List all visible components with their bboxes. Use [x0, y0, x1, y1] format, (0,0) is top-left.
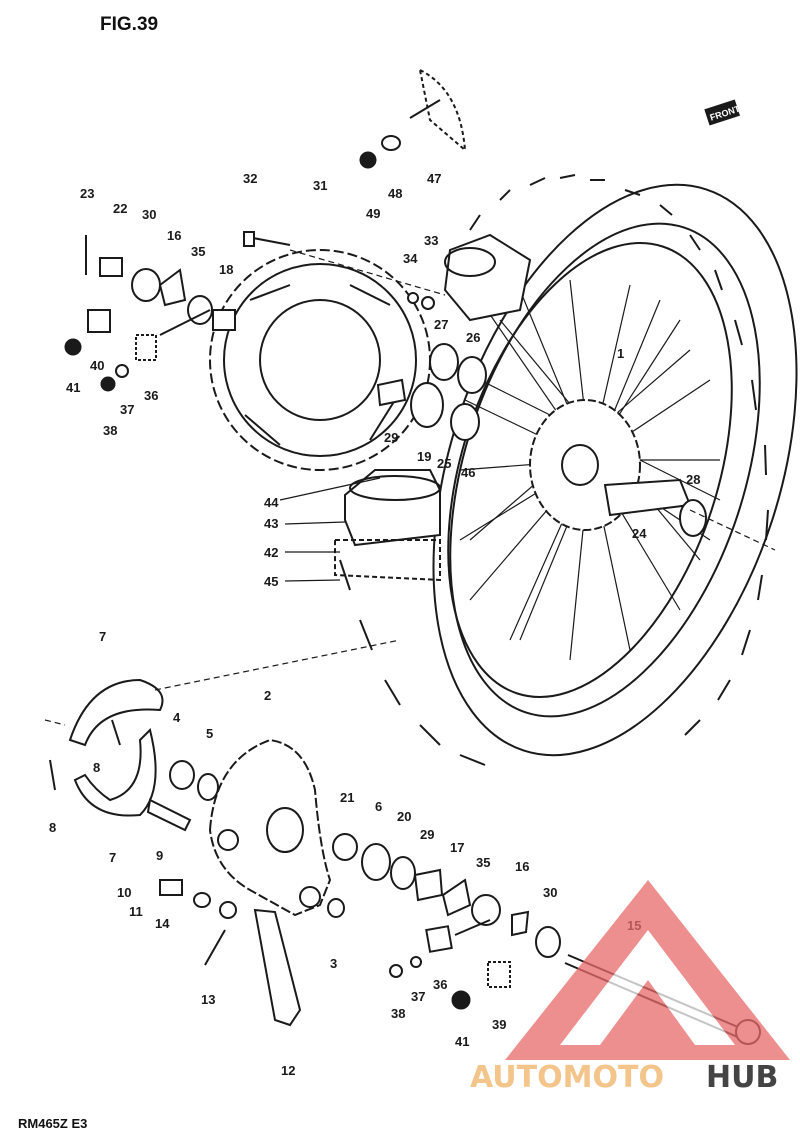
- callout-20: 20: [397, 809, 411, 824]
- callout-3: 3: [330, 956, 337, 971]
- callout-44: 44: [264, 495, 279, 510]
- callout-41: 41: [66, 380, 80, 395]
- callout-49: 49: [366, 206, 380, 221]
- callout-27: 27: [434, 317, 448, 332]
- callout-14: 14: [155, 916, 170, 931]
- callout-34: 34: [403, 251, 418, 266]
- callout-24: 24: [632, 526, 647, 541]
- callout-46: 46: [461, 465, 475, 480]
- callout-16: 16: [167, 228, 181, 243]
- callout-39: 39: [492, 1017, 506, 1032]
- callout-41-lower: 41: [455, 1034, 469, 1049]
- callout-7-bottom: 7: [109, 850, 116, 865]
- callout-8-inner: 8: [93, 760, 100, 775]
- callout-5: 5: [206, 726, 213, 741]
- callout-43: 43: [264, 516, 278, 531]
- callout-labels: 47 48 49 32 31 23 22 30 16 35 18 34 33 2…: [49, 171, 700, 1078]
- front-arrow-icon: FRONT: [704, 99, 742, 126]
- callout-19: 19: [417, 449, 431, 464]
- svg-text:AUTOMOTO: AUTOMOTO: [470, 1060, 664, 1095]
- callout-28: 28: [686, 472, 700, 487]
- callout-29-lower: 29: [420, 827, 434, 842]
- callout-37-lower: 37: [411, 989, 425, 1004]
- callout-37: 37: [120, 402, 134, 417]
- callout-36-lower: 36: [433, 977, 447, 992]
- tube-rimstrip: [334, 469, 441, 582]
- callout-35: 35: [191, 244, 205, 259]
- callout-8-left: 8: [49, 820, 56, 835]
- svg-text:HUB: HUB: [706, 1060, 778, 1095]
- callout-2: 2: [264, 688, 271, 703]
- callout-26: 26: [466, 330, 480, 345]
- callout-31: 31: [313, 178, 327, 193]
- callout-40: 40: [90, 358, 104, 373]
- callout-11: 11: [129, 904, 143, 919]
- model-code: RM465Z E3: [18, 1116, 87, 1131]
- callout-38-lower: 38: [391, 1006, 405, 1021]
- callout-13: 13: [201, 992, 215, 1007]
- callout-7-top: 7: [99, 629, 106, 644]
- figure-title: FIG.39: [100, 14, 158, 35]
- callout-35-lower: 35: [476, 855, 490, 870]
- watermark-logo-icon: [505, 880, 790, 1060]
- callout-32: 32: [243, 171, 257, 186]
- callout-4: 4: [173, 710, 181, 725]
- callout-30-lower: 30: [543, 885, 557, 900]
- callout-47: 47: [427, 171, 441, 186]
- callout-25: 25: [437, 456, 451, 471]
- callout-33: 33: [424, 233, 438, 248]
- callout-22: 22: [113, 201, 127, 216]
- callout-38: 38: [103, 423, 117, 438]
- callout-17: 17: [450, 840, 464, 855]
- callout-29: 29: [384, 430, 398, 445]
- hub-bearings: [376, 292, 487, 441]
- callout-12: 12: [281, 1063, 295, 1078]
- callout-1: 1: [617, 346, 624, 361]
- brake-panel: [146, 738, 345, 1027]
- callout-18: 18: [219, 262, 233, 277]
- leader-lines: [44, 249, 776, 726]
- callout-6: 6: [375, 799, 382, 814]
- callout-30: 30: [142, 207, 156, 222]
- callout-23: 23: [80, 186, 94, 201]
- rear-wheel-tire: [339, 174, 798, 766]
- callout-16-lower: 16: [515, 859, 529, 874]
- callout-9: 9: [156, 848, 163, 863]
- callout-10: 10: [117, 885, 131, 900]
- callout-45: 45: [264, 574, 278, 589]
- brake-shoes: [49, 678, 164, 817]
- callout-36: 36: [144, 388, 158, 403]
- callout-42: 42: [264, 545, 278, 560]
- callout-48: 48: [388, 186, 402, 201]
- watermark-text: AUTOMOTO HUB: [470, 1060, 778, 1095]
- left-hardware: [64, 68, 467, 392]
- callout-21: 21: [340, 790, 354, 805]
